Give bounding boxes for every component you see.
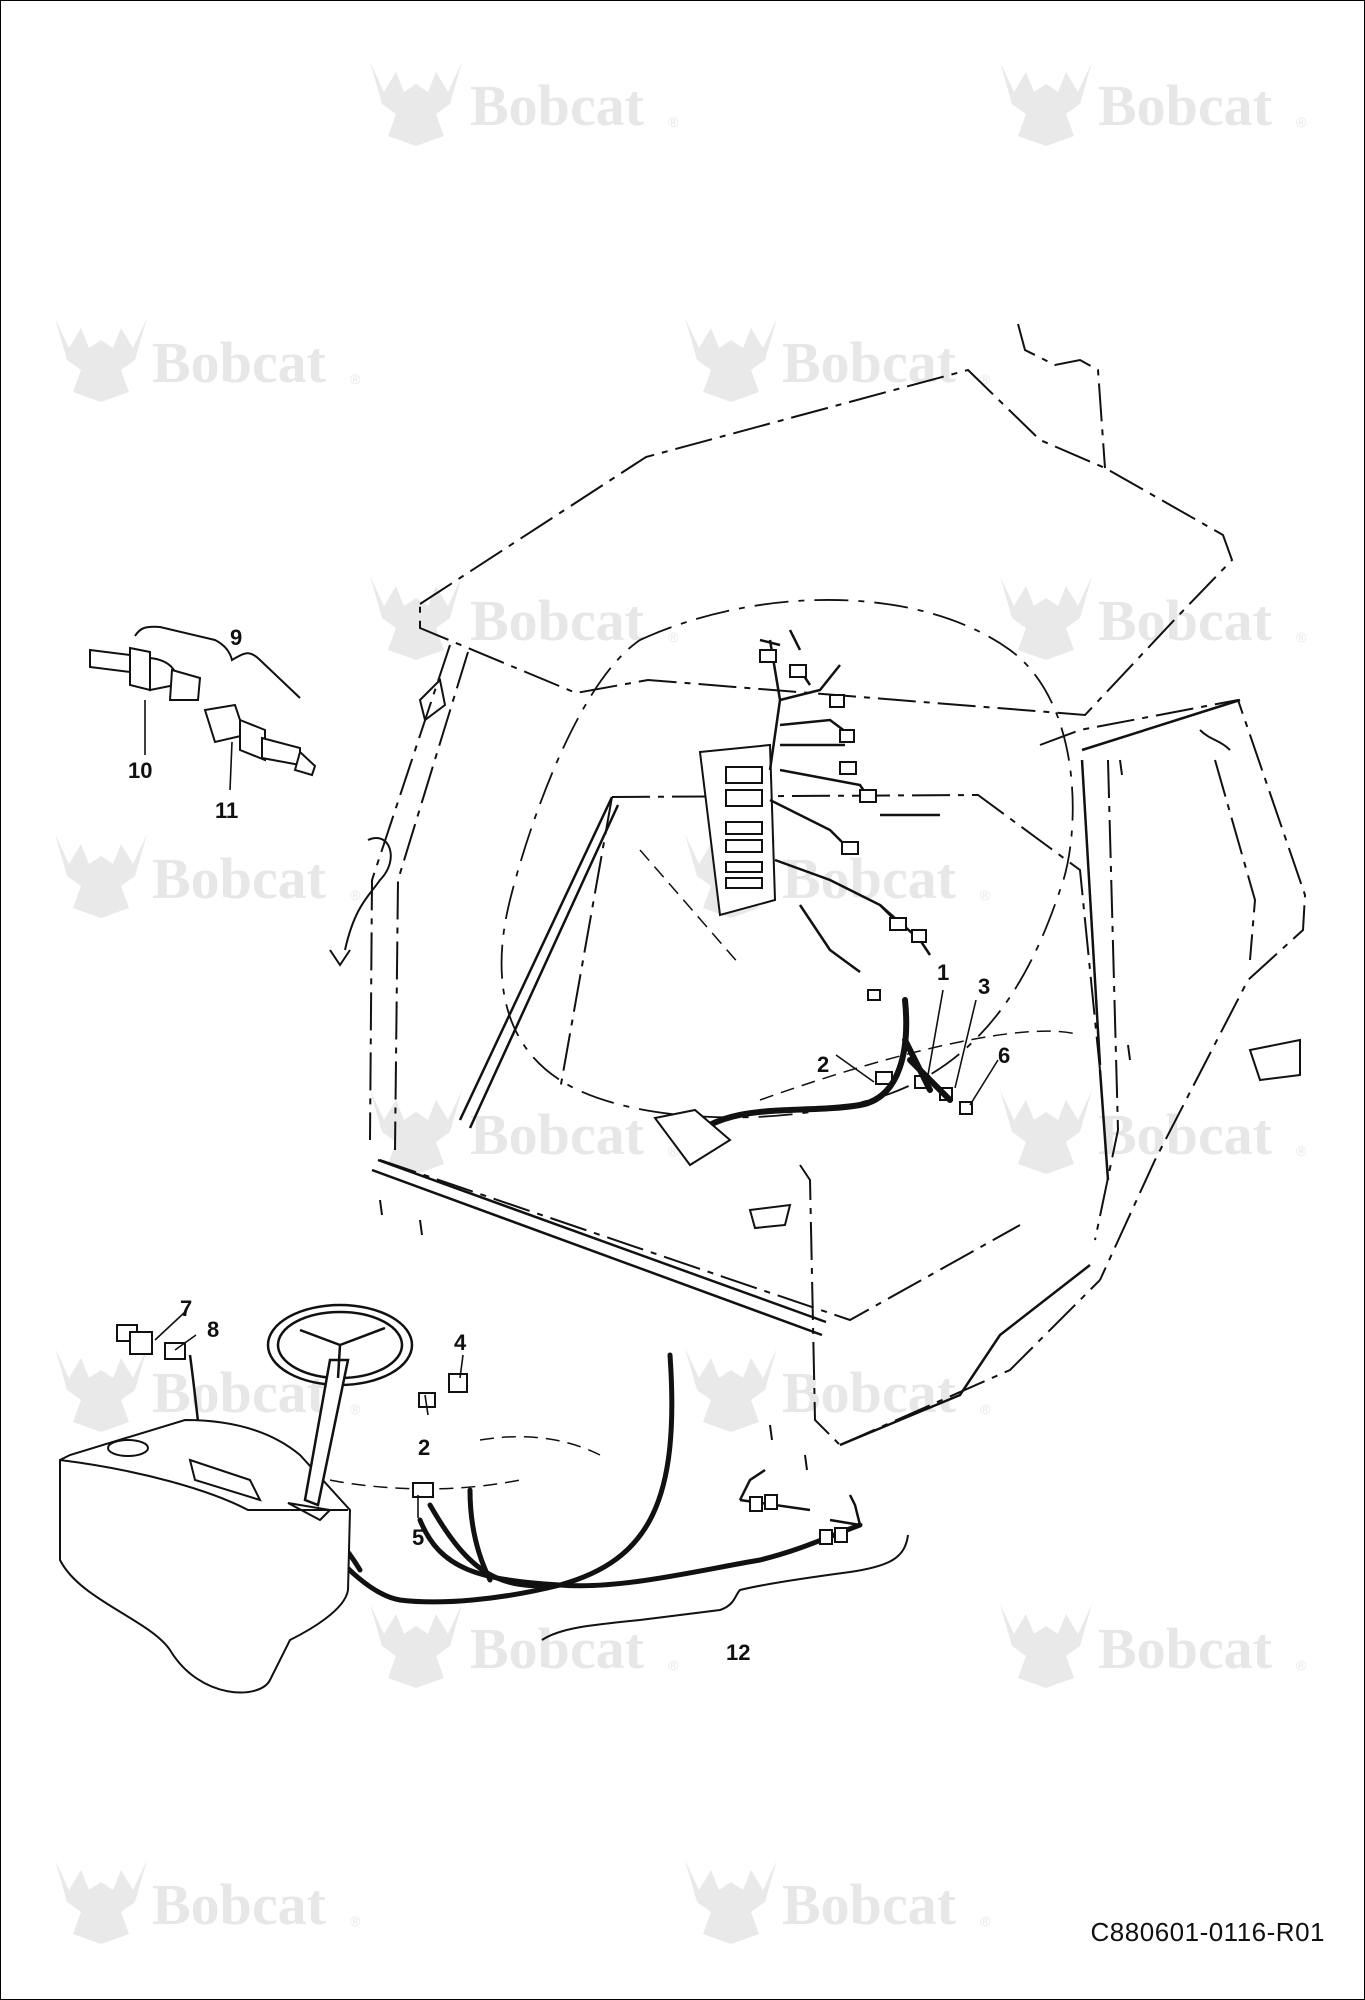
watermark-reg: ® bbox=[980, 1401, 991, 1417]
part-12-bracket bbox=[541, 1534, 909, 1641]
cab-mount-brackets bbox=[329, 677, 1301, 1471]
watermark-reg: ® bbox=[1296, 114, 1307, 130]
watermark-text: Bobcat bbox=[152, 1360, 327, 1425]
callout-10: 10 bbox=[128, 758, 152, 783]
part-10-switch-shaft bbox=[89, 646, 202, 701]
part-11-switch-shaft bbox=[203, 703, 317, 777]
callout-7: 7 bbox=[180, 1296, 192, 1321]
watermark-text: Bobcat bbox=[1098, 1616, 1273, 1681]
callout-1: 1 bbox=[937, 960, 949, 985]
callout-8: 8 bbox=[207, 1317, 219, 1342]
watermark-text: Bobcat bbox=[1098, 1102, 1273, 1167]
callout-labels: 1 2 3 4 5 6 7 8 9 10 11 12 2 bbox=[128, 625, 1010, 1665]
callout-3: 3 bbox=[978, 974, 990, 999]
console-block bbox=[59, 1418, 352, 1694]
watermark-reg: ® bbox=[1296, 1657, 1307, 1673]
watermark-reg: ® bbox=[668, 1657, 679, 1673]
watermark-text: Bobcat bbox=[152, 1872, 327, 1937]
cab-frame bbox=[371, 698, 1241, 1447]
watermark-text: Bobcat bbox=[1098, 588, 1273, 653]
watermark-reg: ® bbox=[668, 114, 679, 130]
dashed-guides bbox=[329, 849, 1081, 1490]
watermark-reg: ® bbox=[980, 371, 991, 387]
part-9-bracket bbox=[134, 625, 301, 699]
floor-grommet bbox=[653, 1108, 732, 1167]
callout-12: 12 bbox=[726, 1640, 750, 1665]
watermark-reg: ® bbox=[350, 1401, 361, 1417]
callout-9: 9 bbox=[230, 625, 242, 650]
watermark-text: Bobcat bbox=[1098, 73, 1273, 138]
watermark-reg: ® bbox=[668, 1143, 679, 1159]
watermark-reg: ® bbox=[1296, 1143, 1307, 1159]
watermark-reg: ® bbox=[350, 371, 361, 387]
watermark-layer: Bobcat ® Bobcat ® Bobcat ® Bobcat ® Bobc… bbox=[55, 62, 1307, 1944]
watermark-text: Bobcat bbox=[470, 1616, 645, 1681]
cab-phantom-outline bbox=[369, 323, 1307, 1446]
callout-11: 11 bbox=[215, 798, 238, 823]
fuse-relay-panel bbox=[698, 743, 777, 917]
callout-6: 6 bbox=[998, 1043, 1010, 1068]
watermark-text: Bobcat bbox=[782, 1360, 957, 1425]
callout-2: 2 bbox=[817, 1052, 829, 1077]
watermark-reg: ® bbox=[668, 629, 679, 645]
detail-bubble bbox=[500, 599, 1074, 1119]
watermark-text: Bobcat bbox=[782, 1872, 957, 1937]
watermark-text: Bobcat bbox=[470, 588, 645, 653]
watermark-reg: ® bbox=[980, 1913, 991, 1929]
watermark-reg: ® bbox=[350, 887, 361, 903]
watermark-text: Bobcat bbox=[470, 73, 645, 138]
watermark-reg: ® bbox=[1296, 629, 1307, 645]
watermark-reg: ® bbox=[350, 1913, 361, 1929]
callout-2-lower: 2 bbox=[418, 1435, 430, 1460]
watermark-text: Bobcat bbox=[782, 330, 957, 395]
callout-5: 5 bbox=[412, 1525, 424, 1550]
steering-assembly bbox=[266, 1303, 414, 1507]
watermark-text: Bobcat bbox=[470, 1102, 645, 1167]
watermark-text: Bobcat bbox=[152, 846, 327, 911]
leader-lines bbox=[144, 700, 999, 1518]
document-number: C880601-0116-R01 bbox=[1090, 1917, 1325, 1947]
callout-4: 4 bbox=[454, 1330, 467, 1355]
watermark-reg: ® bbox=[980, 887, 991, 903]
watermark-text: Bobcat bbox=[782, 846, 957, 911]
watermark-text: Bobcat bbox=[152, 330, 327, 395]
main-harness bbox=[685, 997, 953, 1143]
